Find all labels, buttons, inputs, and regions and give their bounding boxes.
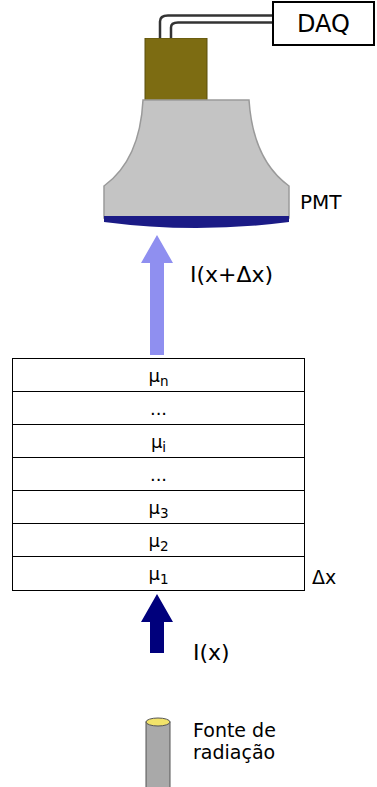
node-text: μ2 (148, 530, 168, 551)
node-text: μn (148, 365, 168, 386)
intensity-label: I(x) (193, 641, 230, 665)
node-text: Fonte de radiação (193, 720, 323, 764)
node-text: ... (150, 464, 167, 485)
intensity-label: I(x+Δx) (190, 263, 273, 287)
material-layer: ... (12, 391, 305, 426)
source-drawing (145, 656, 175, 787)
radiation-source: Fonte de radiação (145, 656, 373, 787)
thickness-label: Δx (312, 567, 336, 588)
node-text: μ1 (148, 563, 168, 584)
node-text: ... (150, 398, 167, 419)
material-layer: μn (12, 358, 305, 393)
material-layer: ... (12, 457, 305, 492)
radiation-beam (141, 235, 173, 355)
pmt-drawing (103, 38, 290, 232)
photomultiplier-tube: PMT (103, 38, 290, 232)
radiation-beam (141, 594, 173, 653)
node-text: μi (151, 431, 166, 452)
daq-box: DAQ (272, 1, 375, 46)
material-layer: μ1 (12, 556, 305, 591)
material-layer: μi (12, 424, 305, 459)
material-layer: μ2 (12, 523, 305, 558)
signal-cable (160, 16, 272, 39)
node-text: DAQ (297, 10, 350, 38)
node-text: μ3 (148, 497, 168, 518)
material-layer: μ3 (12, 490, 305, 525)
node-text: PMT (300, 190, 342, 214)
